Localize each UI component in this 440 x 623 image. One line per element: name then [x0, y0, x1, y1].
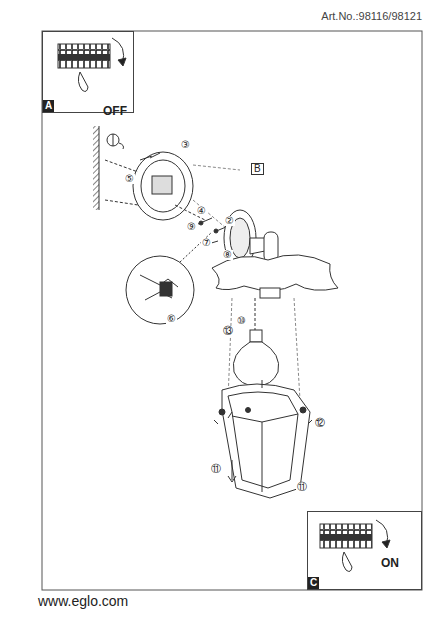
callout-number: ④	[196, 206, 207, 216]
callout-number: ⑬	[222, 326, 234, 336]
website: www.eglo.com	[38, 594, 128, 608]
article-number: Art.No.:98116/98121	[321, 11, 422, 22]
callout-number: ③	[180, 140, 191, 150]
switch-off-panel: OFFA	[42, 31, 134, 113]
switch-on-panel: ON C	[307, 511, 422, 590]
callout-number: ②	[224, 216, 235, 226]
callout-number: ⑩	[236, 316, 247, 326]
switch-state: ON	[381, 557, 399, 569]
callout-number: ⑨	[186, 222, 197, 232]
step-letter: B	[251, 163, 264, 175]
step-letter: A	[43, 100, 54, 112]
callout-number: ⑫	[314, 418, 326, 428]
callout-number: ⑤	[124, 174, 135, 184]
switch-state: OFF	[103, 105, 127, 117]
callout-number: ⑪	[296, 482, 308, 492]
callout-number: ⑥	[166, 314, 177, 324]
callout-number: ⑧	[222, 250, 233, 260]
callout-number: ⑦	[201, 238, 212, 248]
step-letter: C	[308, 577, 319, 589]
callout-number: ⑪	[210, 464, 222, 474]
